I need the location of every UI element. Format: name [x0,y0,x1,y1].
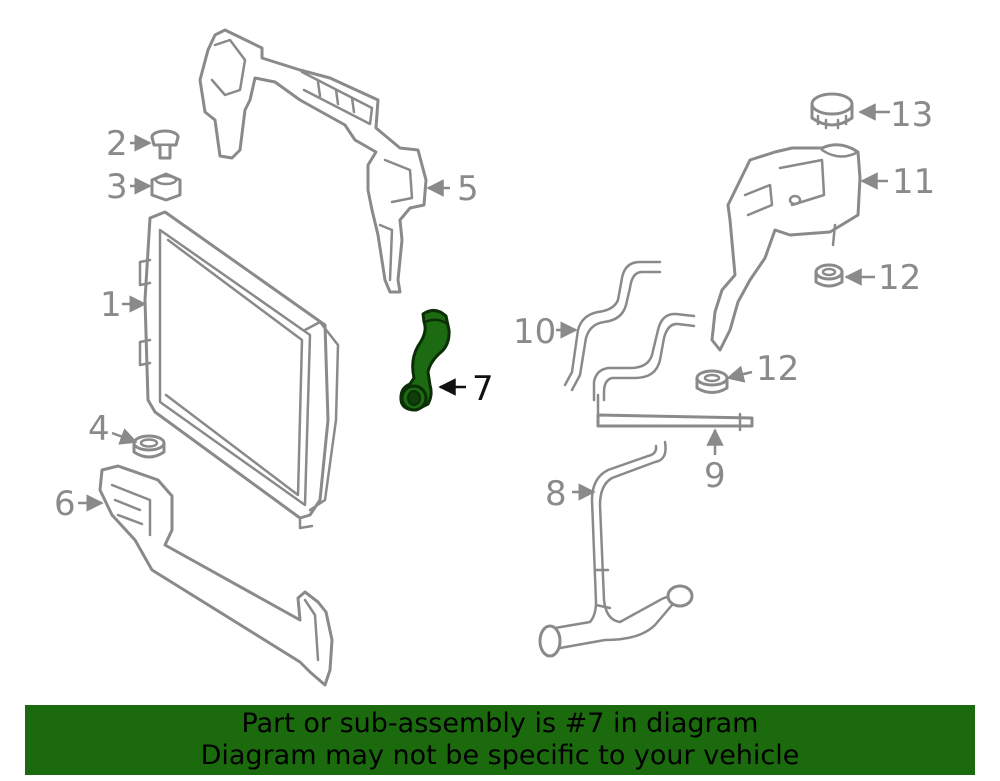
callout-3: 3 [106,167,128,207]
info-banner: Part or sub-assembly is #7 in diagram Di… [25,705,975,775]
callout-13: 13 [890,95,933,135]
pipe-bar-part [596,393,754,432]
bushing-part [132,434,166,459]
highlighted-hose-part [399,309,451,412]
callout-10: 10 [513,312,556,352]
banner-line-2: Diagram may not be specific to your vehi… [200,740,800,771]
upper-support-part [198,28,428,294]
radiator-part [138,210,340,530]
callout-11: 11 [892,162,935,202]
callout-4: 4 [88,409,110,449]
leader-lines [78,103,890,512]
lower-bracket-part [98,464,334,687]
hose-pair-part [563,260,696,402]
callout-8: 8 [545,474,567,514]
callout-6: 6 [54,484,76,524]
callout-2: 2 [106,124,128,164]
expansion-tank-part [710,143,862,352]
grommet-part [150,172,182,202]
banner-line-1: Part or sub-assembly is #7 in diagram [241,708,759,739]
callout-12-lower: 12 [756,349,799,389]
seal-part-lower [695,369,729,394]
callout-1: 1 [100,285,122,325]
callout-5: 5 [457,169,479,209]
parts-diagram: 1 2 3 4 5 6 7 8 9 10 11 12 12 13 [54,28,935,687]
cap-part [810,92,854,130]
fastener-part [150,129,180,160]
callout-12-upper: 12 [878,258,921,298]
callout-7: 7 [472,369,494,409]
callout-9: 9 [704,456,726,496]
seal-part-upper [814,263,844,288]
